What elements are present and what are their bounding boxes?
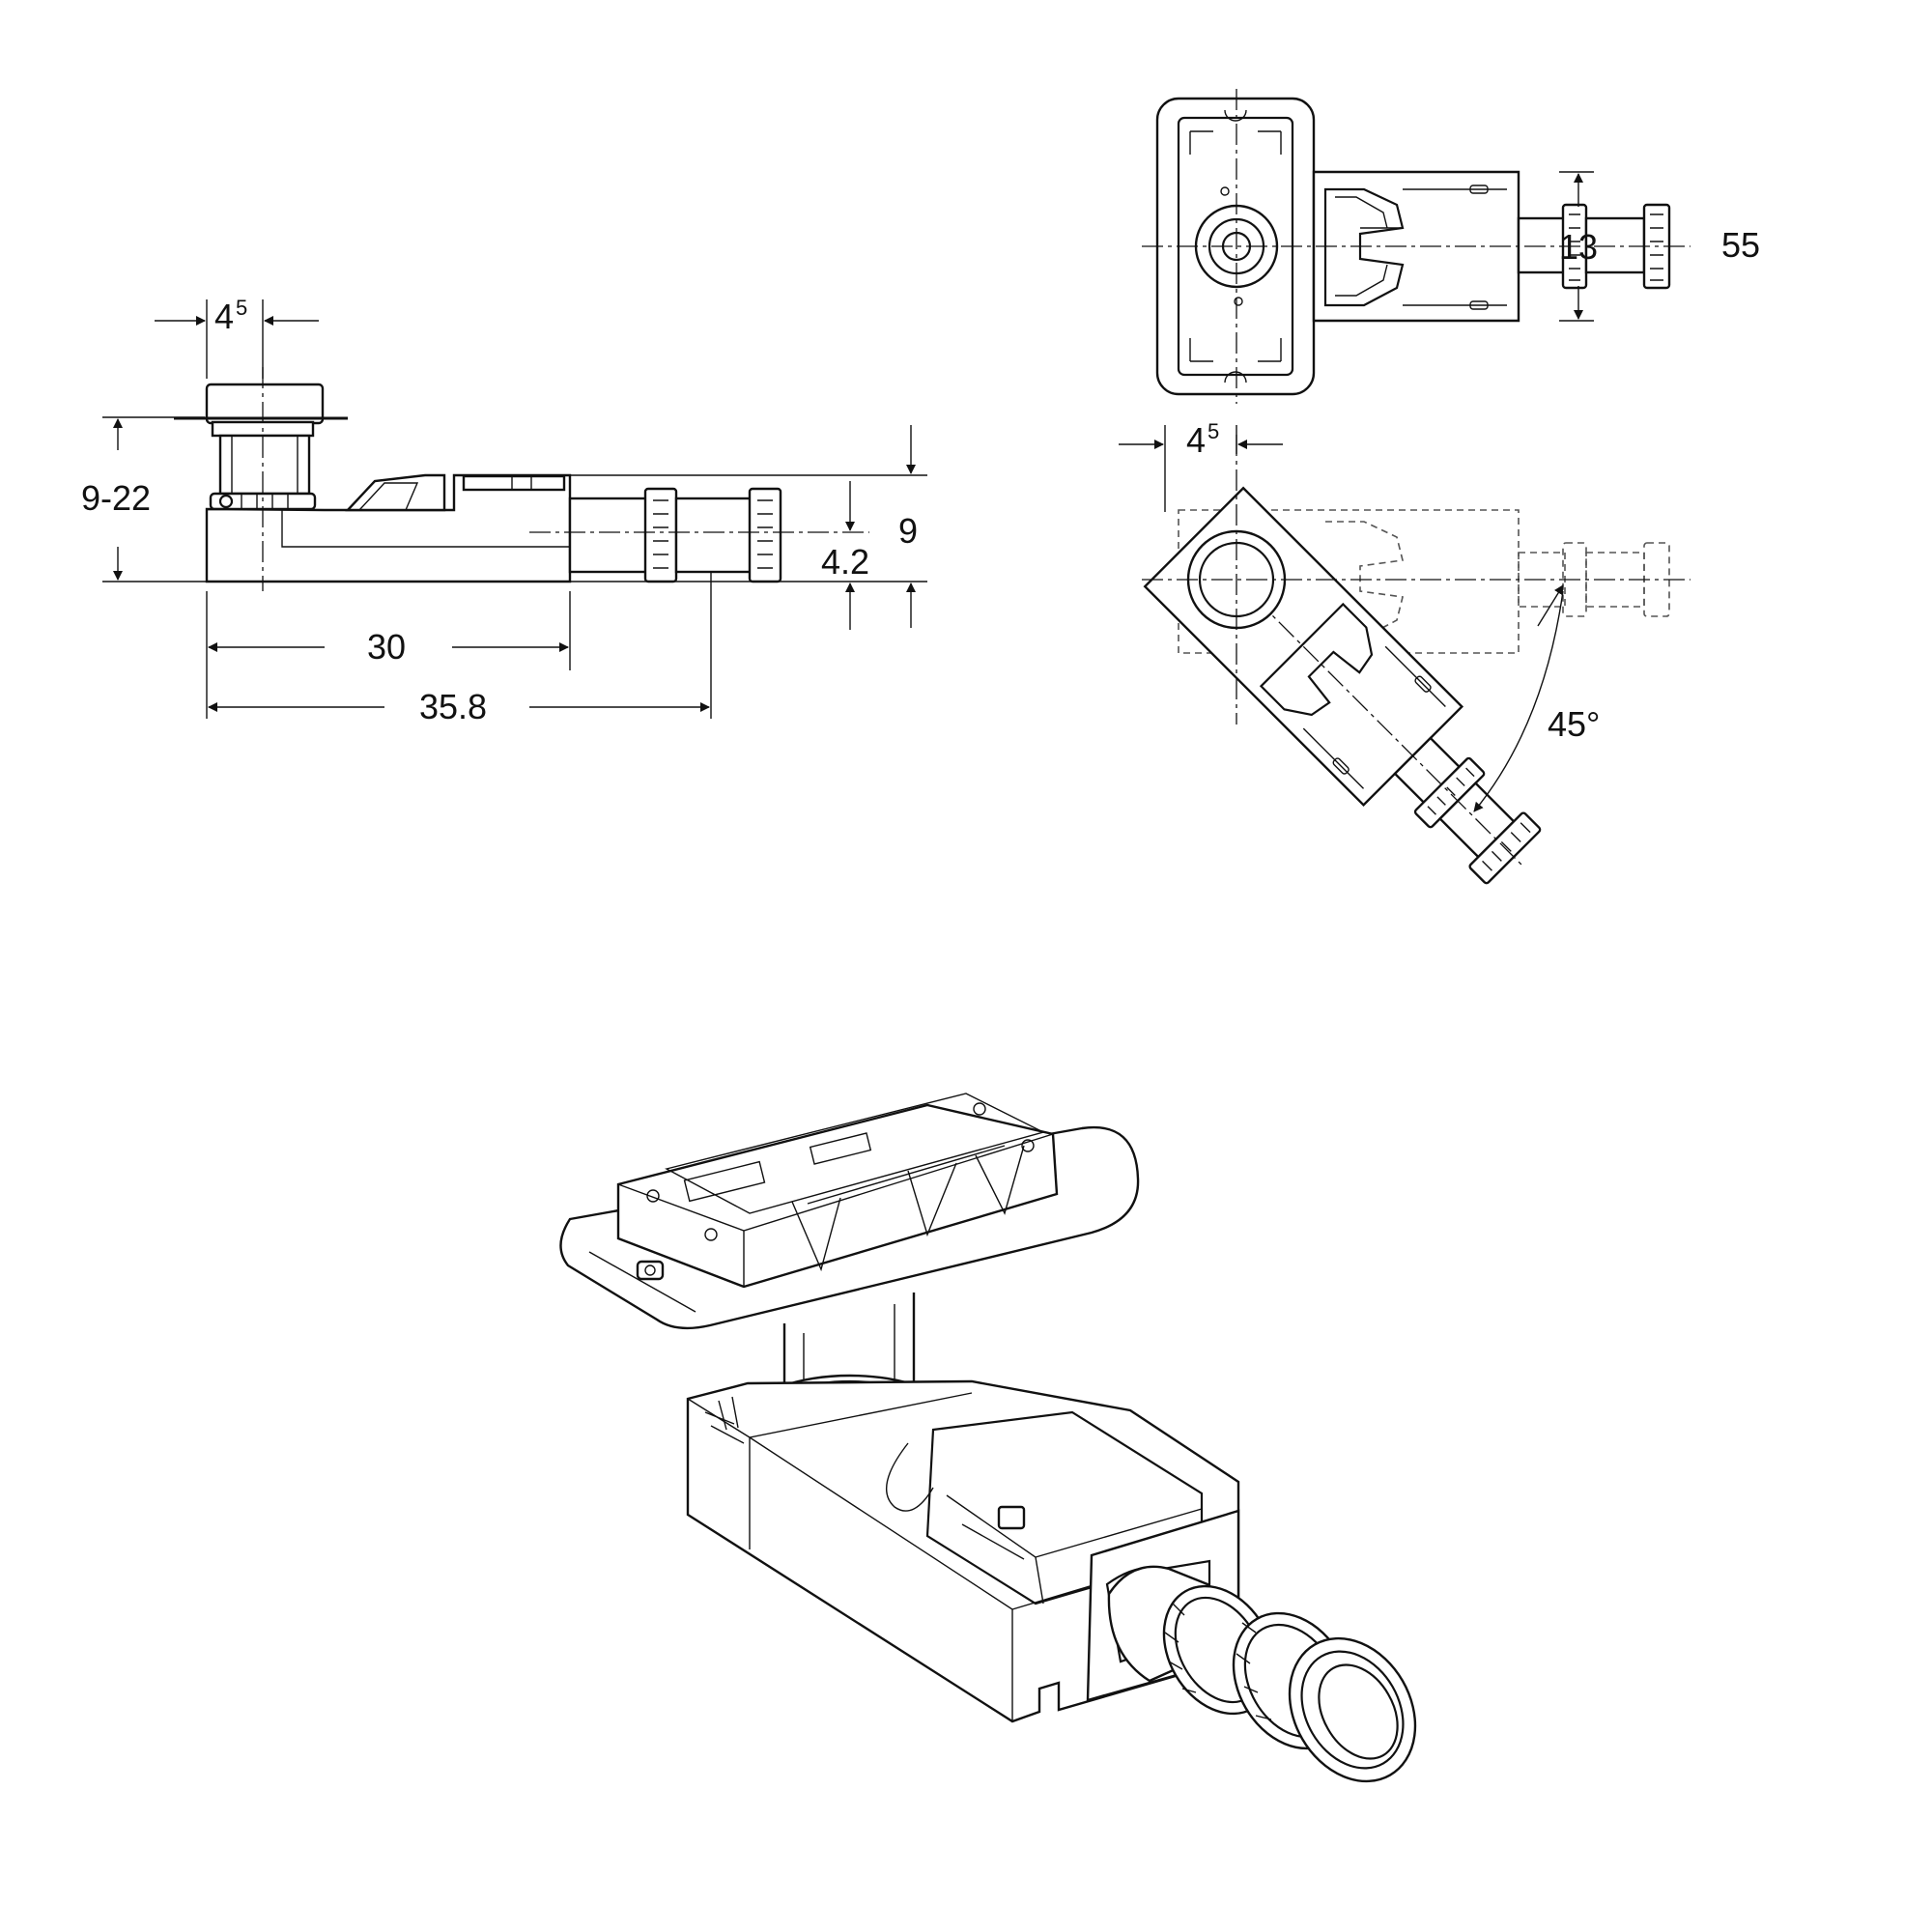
side-dim-top-base: 4 <box>214 297 234 336</box>
rot-dim-top-base: 4 <box>1186 420 1206 460</box>
side-dim-pipe-height: 9 <box>898 511 918 551</box>
rotated-view: 4 5 45° <box>1119 419 1690 885</box>
side-dim-axis-height: 4.2 <box>821 542 869 582</box>
side-dim-length-body: 30 <box>367 627 406 667</box>
side-dim-top-exp: 5 <box>236 296 247 320</box>
rot-dim-angle: 45° <box>1548 704 1600 744</box>
top-dim-outlet-length: 13 <box>1559 227 1598 267</box>
side-view: 4 5 9-22 9 4.2 30 35.8 <box>81 296 927 726</box>
rot-dim-top-exp: 5 <box>1208 419 1219 443</box>
isometric-view <box>559 1093 1417 1783</box>
side-dim-height: 9-22 <box>81 478 151 518</box>
side-dim-length-total: 35.8 <box>419 687 487 726</box>
top-dim-outlet-diameter: 55 <box>1721 225 1760 265</box>
top-view: 13 55 <box>1142 89 1760 404</box>
